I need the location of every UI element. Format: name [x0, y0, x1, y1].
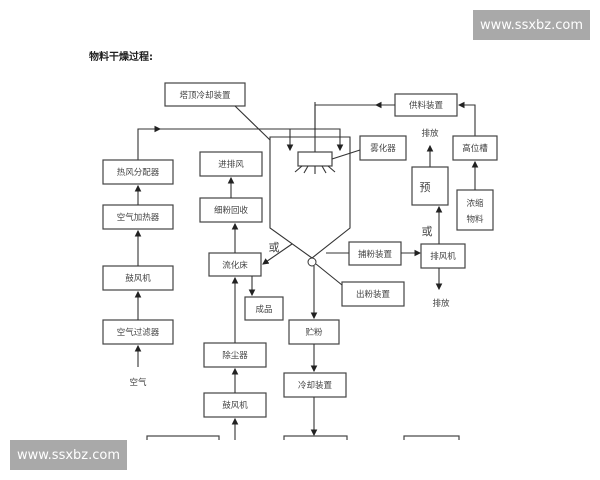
hot-air-distributor-box [102, 159, 174, 185]
or-label-left: 或 [269, 241, 280, 254]
pre-label: 预 [420, 181, 431, 194]
air-filter-box [102, 319, 174, 345]
air-heater-box [102, 204, 174, 230]
exhaust-in-label: 进排风 [218, 159, 244, 170]
blower-middle-label: 鼓风机 [222, 400, 248, 411]
cooling-device-box [283, 372, 347, 398]
concentrated-material-label-2: 物料 [466, 214, 484, 225]
high-tank-label: 高位槽 [462, 143, 488, 154]
finished-product-box [244, 296, 284, 321]
powder-outlet-box [341, 281, 405, 307]
dust-remover-label: 除尘器 [222, 350, 248, 361]
concentrated-material-label-1: 浓缩 [466, 198, 484, 209]
fluidized-bed-label: 流化床 [222, 260, 248, 271]
high-tank-box [452, 135, 498, 161]
fine-powder-recovery-label: 细粉回收 [214, 205, 249, 216]
tower-top-cooling-box [164, 82, 246, 107]
connector [331, 149, 361, 160]
flow-arrow [262, 243, 293, 265]
hot-air-distributor-label: 热风分配器 [117, 167, 160, 178]
flow-arrow [457, 101, 476, 136]
blower-middle-box [203, 392, 267, 418]
tower-outlet-valve-icon [307, 257, 317, 267]
powder-catcher-label: 捕粉装置 [358, 249, 393, 260]
atomizer-box [359, 135, 407, 161]
hot-air-line [137, 128, 294, 161]
pre-box [411, 166, 449, 206]
feed-line [314, 104, 395, 130]
discharge-bottom-label: 排放 [432, 298, 450, 309]
watermark-top: www.ssxbz.com [473, 10, 590, 40]
atomizer-label: 雾化器 [370, 143, 396, 154]
exhaust-fan-box [420, 243, 466, 269]
powder-storage-box [288, 319, 340, 345]
connector [315, 263, 343, 286]
exhaust-fan-label: 排风机 [430, 251, 456, 262]
connector [234, 105, 271, 141]
powder-outlet-label: 出粉装置 [356, 289, 391, 300]
feeding-device-label: 供料装置 [409, 100, 444, 111]
discharge-top-label: 排放 [421, 128, 439, 139]
tower-outline [269, 136, 351, 259]
atomizer-head [297, 151, 333, 167]
diagram-title: 物料干燥过程: [89, 52, 153, 63]
or-label-right: 或 [422, 225, 433, 238]
air-heater-label: 空气加热器 [117, 212, 160, 223]
powder-storage-label: 贮粉 [305, 327, 323, 338]
blower-left-label: 鼓风机 [125, 273, 151, 284]
air-label: 空气 [129, 377, 147, 388]
drying-tower [269, 136, 351, 267]
cooling-device-label: 冷却装置 [298, 380, 333, 391]
watermark-bottom: www.ssxbz.com [10, 440, 127, 470]
exhaust-in-box [199, 151, 263, 177]
air-filter-label: 空气过滤器 [117, 327, 160, 338]
hot-air-line-2 [290, 128, 344, 152]
tower-top-cooling-label: 塔顶冷却装置 [179, 90, 231, 101]
fine-powder-recovery-box [199, 197, 263, 223]
spray-icon [294, 165, 336, 174]
finished-product-label: 成品 [255, 304, 272, 315]
